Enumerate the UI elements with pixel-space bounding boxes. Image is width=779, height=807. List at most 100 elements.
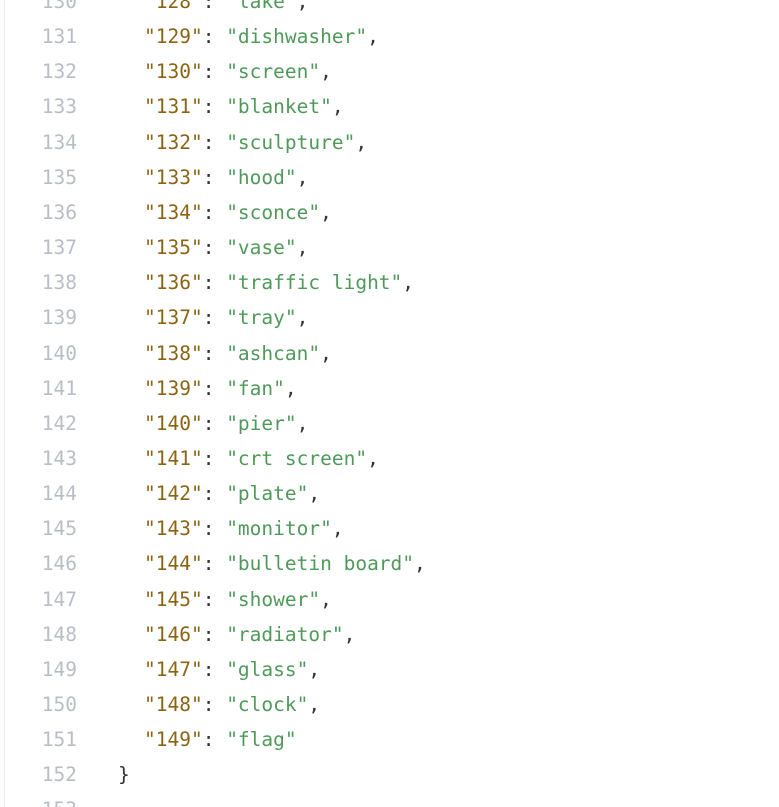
json-key: "138"	[144, 341, 203, 365]
line-number: 139	[41, 306, 77, 330]
json-key: "148"	[144, 693, 203, 716]
json-colon: :	[202, 622, 227, 646]
json-string-value: "glass"	[226, 657, 309, 681]
json-key: "133"	[144, 165, 203, 189]
line-number: 149	[41, 657, 77, 681]
line-number: 150	[41, 693, 77, 716]
code-line[interactable]: 148"146": "radiator",	[0, 617, 779, 652]
json-comma: ,	[308, 482, 321, 506]
code-line[interactable]: 150"148": "clock",	[0, 687, 779, 722]
line-number: 141	[41, 376, 77, 400]
json-comma: ,	[331, 95, 344, 119]
code-text: "135": "vase",	[118, 237, 308, 259]
line-number: 138	[41, 271, 77, 295]
json-colon: :	[202, 60, 227, 84]
line-number: 144	[41, 482, 77, 506]
code-line[interactable]: 143"141": "crt screen",	[0, 441, 779, 476]
json-string-value: "tray"	[226, 306, 297, 330]
json-string-value: "flag"	[226, 728, 297, 752]
json-comma: ,	[320, 60, 332, 84]
json-string-value: "clock"	[226, 693, 309, 716]
json-comma: ,	[320, 200, 332, 224]
json-string-value: "monitor"	[226, 517, 332, 541]
json-colon: :	[202, 165, 227, 189]
code-line[interactable]: 136 "134": "sconce",	[0, 195, 779, 230]
code-line[interactable]: 145"143": "monitor",	[0, 511, 779, 546]
json-string-value: "dishwasher"	[226, 25, 368, 49]
code-line[interactable]: 147 "145": "shower",	[0, 582, 779, 617]
line-number: 132	[41, 60, 77, 84]
json-key: "128"	[144, 0, 203, 13]
code-line[interactable]: 151"149": "flag"	[0, 722, 779, 757]
code-line[interactable]: 141"139": "fan",	[0, 371, 779, 406]
json-string-value: "blanket"	[226, 95, 332, 119]
json-colon: :	[202, 306, 227, 330]
code-text: "149": "flag"	[118, 729, 297, 751]
json-string-value: "shower"	[226, 587, 321, 611]
json-colon: :	[202, 376, 227, 400]
code-text: "131": "blanket",	[118, 96, 344, 118]
line-number: 143	[41, 446, 77, 470]
code-line[interactable]: 149 "147": "glass",	[0, 652, 779, 687]
json-string-value: "vase"	[226, 236, 297, 260]
code-line[interactable]: 153	[0, 792, 779, 807]
line-number: 134	[41, 130, 77, 154]
line-number: 153	[0, 799, 77, 807]
code-text: "130": "screen",	[118, 61, 332, 83]
code-line[interactable]: 152}	[0, 757, 779, 792]
json-string-value: "pier"	[226, 411, 297, 435]
json-colon: :	[202, 587, 227, 611]
code-line[interactable]: 137 "135": "vase",	[0, 230, 779, 265]
json-key: "139"	[144, 376, 203, 400]
code-text: "147": "glass",	[118, 657, 320, 681]
code-line[interactable]: 131"129": "dishwasher",	[0, 19, 779, 54]
json-comma: ,	[296, 411, 309, 435]
code-text: "145": "shower",	[118, 587, 332, 611]
json-colon: :	[202, 25, 227, 49]
code-line[interactable]: 144 "142": "plate",	[0, 476, 779, 511]
code-line[interactable]: 133"131": "blanket",	[0, 89, 779, 124]
code-text: "140": "pier",	[118, 411, 309, 435]
code-line[interactable]: 135"133": "hood",	[0, 160, 779, 195]
closing-brace: }	[118, 763, 130, 787]
json-string-value: "sconce"	[226, 200, 321, 224]
json-comma: ,	[296, 306, 309, 330]
line-number: 136	[41, 200, 77, 224]
code-line[interactable]: 146"144": "bulletin board",	[0, 546, 779, 581]
json-key: "134"	[144, 200, 203, 224]
json-string-value: "bulletin board"	[226, 552, 415, 576]
code-line[interactable]: 134"132": "sculpture",	[0, 125, 779, 160]
code-line[interactable]: 140"138": "ashcan",	[0, 336, 779, 371]
json-string-value: "radiator"	[226, 622, 344, 646]
code-text: "142": "plate",	[118, 483, 320, 505]
code-line[interactable]: 139"137": "tray",	[0, 300, 779, 335]
line-number: 137	[41, 236, 77, 260]
json-key: "143"	[144, 517, 203, 541]
code-line[interactable]: 142 "140": "pier",	[0, 406, 779, 441]
json-colon: :	[202, 236, 227, 260]
line-number: 145	[41, 517, 77, 541]
code-line[interactable]: 130"128": "lake",	[0, 0, 779, 19]
code-text: "144": "bulletin board",	[118, 553, 426, 575]
json-colon: :	[202, 341, 227, 365]
line-number: 147	[41, 587, 77, 611]
json-comma: ,	[367, 446, 379, 470]
json-comma: ,	[296, 0, 309, 13]
json-key: "145"	[144, 587, 203, 611]
json-colon: :	[202, 0, 227, 13]
json-key: "136"	[144, 271, 203, 295]
line-number: 140	[41, 341, 77, 365]
json-comma: ,	[402, 271, 415, 295]
json-colon: :	[202, 446, 227, 470]
json-key: "132"	[144, 130, 203, 154]
code-line[interactable]: 132 "130": "screen",	[0, 54, 779, 89]
code-text: "133": "hood",	[118, 165, 308, 189]
json-comma: ,	[320, 587, 332, 611]
code-text: "134": "sconce",	[118, 200, 332, 224]
editor-left-border	[4, 0, 5, 807]
json-colon: :	[202, 482, 227, 506]
code-line[interactable]: 138"136": "traffic light",	[0, 265, 779, 300]
json-colon: :	[202, 271, 227, 295]
line-number: 142	[41, 411, 77, 435]
